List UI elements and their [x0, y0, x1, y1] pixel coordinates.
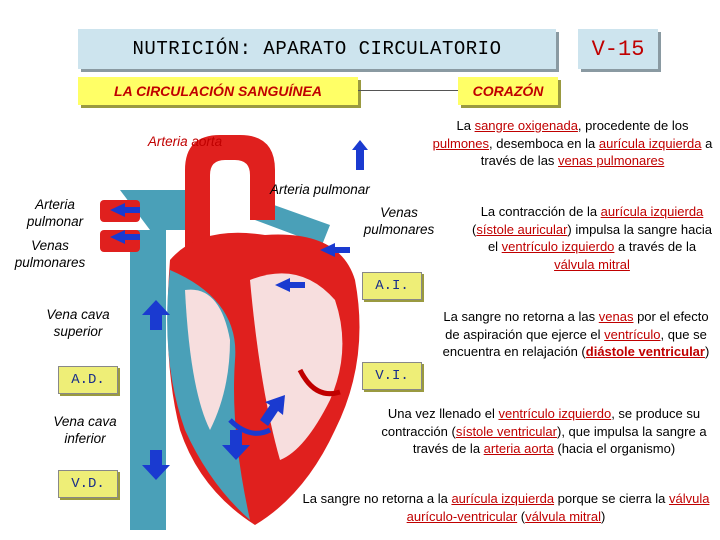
chamber-atrium-right: A.D.: [58, 366, 118, 394]
valve-arrow-icon: [228, 418, 272, 436]
heart-diagram: [100, 135, 368, 530]
arrow-icon: [142, 300, 170, 330]
chamber-ventricle-left: V.I.: [362, 362, 422, 390]
arrow-icon: [260, 395, 285, 426]
chamber-atrium-left: A.I.: [362, 272, 422, 300]
label-arteria-pulmonar-left: Arteria pulmonar: [26, 197, 84, 229]
paragraph-5: La sangre no retorna a la aurícula izqui…: [302, 491, 710, 524]
paragraph-2: La contracción de la aurícula izquierda …: [472, 204, 712, 272]
subheader-circulation: LA CIRCULACIÓN SANGUÍNEA: [78, 77, 358, 105]
subheader-heart: CORAZÓN: [458, 77, 558, 105]
arrow-icon: [320, 243, 350, 257]
arrow-icon: [222, 430, 250, 460]
right-ventricle-shape: [185, 289, 230, 430]
label-venas-pulmonares-right: Venas pulmonares: [363, 205, 435, 237]
label-arteria-aorta: Arteria aorta: [147, 134, 223, 149]
label-vena-cava-inferior: Vena cava inferior: [53, 414, 117, 446]
arrow-icon: [352, 140, 368, 170]
paragraph-4: Una vez llenado el ventrículo izquierdo,…: [381, 406, 707, 456]
subheader-connector: [358, 90, 458, 91]
arrow-icon: [275, 278, 305, 292]
label-venas-pulmonares-left: Venas pulmonares: [14, 238, 86, 270]
paragraph-1: La sangre oxigenada, procedente de los p…: [432, 118, 713, 168]
aorta-shape: [185, 135, 275, 260]
page-title: NUTRICIÓN: APARATO CIRCULATORIO: [78, 29, 556, 69]
arrow-icon: [110, 203, 140, 217]
vena-cava-shape: [130, 230, 166, 530]
label-vena-cava-superior: Vena cava superior: [46, 307, 110, 339]
label-arteria-pulmonar-right: Arteria pulmonar: [270, 182, 370, 197]
arrow-icon: [110, 230, 140, 244]
arrow-icon: [142, 450, 170, 480]
valve-arrow-icon: [297, 368, 341, 397]
slide-code: V-15: [578, 29, 658, 69]
paragraph-3: La sangre no retorna a las venas por el …: [442, 309, 710, 359]
chamber-ventricle-right: V.D.: [58, 470, 118, 498]
